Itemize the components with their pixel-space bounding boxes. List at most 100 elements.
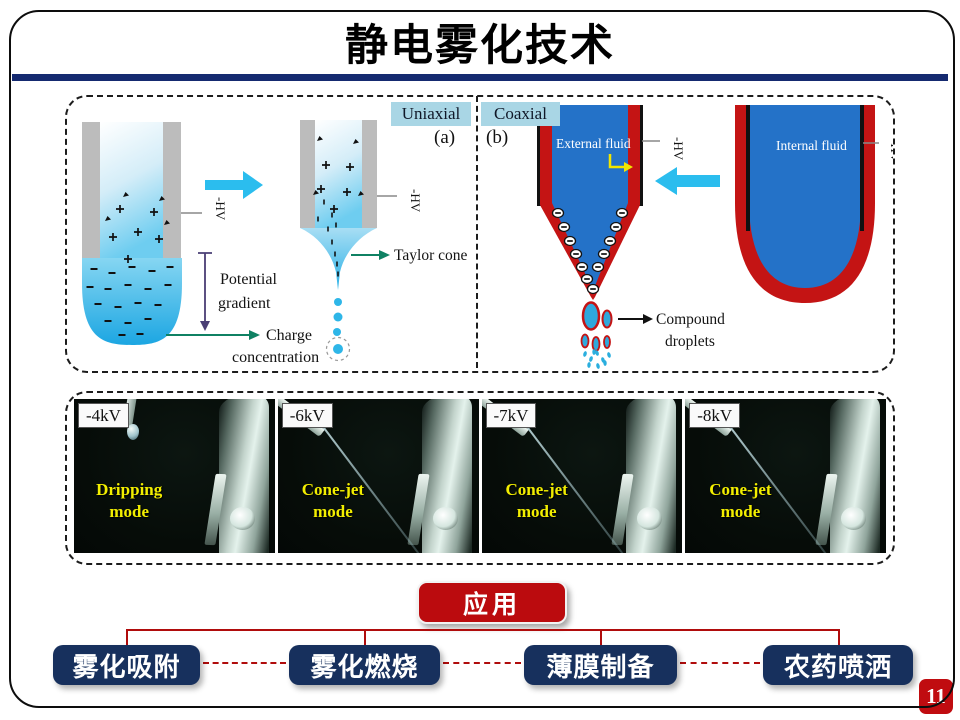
connector-stub (838, 629, 840, 646)
potential-gradient-arrowhead (200, 321, 210, 331)
transition-arrow (205, 171, 263, 199)
droplet-highlight-ring (325, 336, 351, 362)
voltage-badge: -8kV (689, 403, 741, 428)
charge-concentration-arrowhead (249, 330, 260, 340)
charge-triangle (123, 192, 129, 197)
plus-charge (155, 235, 163, 243)
external-fluid-arrowhead (624, 162, 633, 172)
spray-speck (595, 350, 599, 356)
charge-triangle (105, 216, 111, 221)
hv-label: -HV (213, 197, 228, 221)
panel-divider (476, 96, 478, 368)
capillary-fluid (100, 122, 163, 258)
external-fluid-label: External fluid (556, 136, 631, 151)
hanging-droplet (127, 423, 140, 440)
potential-gradient-label-2: gradient (218, 295, 271, 312)
connector-dashed (680, 662, 760, 664)
compound-droplet-small (580, 333, 590, 349)
capillary2-wall-right (362, 120, 377, 228)
charge-triangle (313, 190, 319, 195)
feed-arrow (655, 167, 720, 195)
title-underline (12, 74, 948, 81)
charge-triangle (358, 191, 364, 196)
page-number: 11 (919, 679, 953, 714)
application-node-2[interactable]: 雾化燃烧 (289, 645, 440, 685)
capillary-wall-left (82, 122, 100, 258)
droplet (333, 312, 343, 322)
connector-stub (600, 629, 602, 646)
capillary-wall-right (163, 122, 181, 258)
droplet (333, 328, 341, 336)
cone-electrode-right (639, 105, 643, 206)
compound-droplet-small (591, 336, 601, 352)
application-node-3[interactable]: 薄膜制备 (524, 645, 677, 685)
uniaxial-diagram: -HV -HV Potential gradient Charge concen… (82, 120, 467, 366)
bolt-highlight (229, 506, 255, 530)
capillary2-fluid (315, 120, 362, 228)
compound-droplets-label-1: Compound (656, 311, 725, 328)
pendant-drop (82, 258, 182, 345)
spray-photo: -4kV Dripping mode (74, 399, 275, 553)
coaxial-tag: Coaxial (481, 102, 560, 126)
mode-label: Dripping mode (96, 480, 163, 522)
schematic-panel (65, 95, 895, 373)
plus-charge (150, 208, 158, 216)
spray-speck (592, 349, 596, 355)
application-button[interactable]: 应用 (417, 581, 567, 624)
capillary2-wall-left (300, 120, 315, 228)
spray-speck (607, 352, 611, 358)
uniaxial-tag: Uniaxial (391, 102, 471, 126)
taylor-cone-arrowhead (379, 250, 390, 260)
charge-concentration-label-1: Charge (266, 327, 312, 344)
bolt-highlight (637, 506, 663, 530)
compound-droplet-small (603, 335, 611, 349)
compound-droplets-arrowhead (643, 314, 653, 324)
hv-label-tube: -HV (888, 139, 893, 163)
plus-charge (124, 255, 132, 263)
application-node-4[interactable]: 农药喷洒 (763, 645, 913, 685)
collector-cylinder (422, 399, 473, 553)
spray-speck (583, 351, 587, 357)
cone-inner-fluid (552, 105, 628, 290)
connector-dashed (203, 662, 286, 664)
plus-charge (317, 185, 325, 193)
tube-electrode-right (860, 105, 864, 231)
panel-a-index: (a) (434, 127, 456, 148)
charge-triangle (353, 139, 359, 144)
tube-inner-fluid (749, 105, 861, 288)
spray-speck (587, 362, 591, 368)
application-node-1[interactable]: 雾化吸附 (53, 645, 200, 685)
potential-gradient-arrow (198, 252, 212, 321)
charge-triangle (317, 136, 323, 141)
taylor-cone-label: Taylor cone (394, 247, 467, 264)
voltage-badge: -6kV (281, 403, 333, 428)
mode-label: Cone-jet mode (301, 480, 365, 522)
taylor-cone-shape (300, 228, 377, 290)
hv-label-2: -HV (408, 189, 423, 213)
compound-droplet-large (581, 301, 601, 331)
plus-charge (109, 233, 117, 241)
voltage-badge: -4kV (78, 403, 129, 428)
slide-title: 静电雾化技术 (345, 22, 615, 70)
plus-charge (116, 205, 124, 213)
bolt-highlight (840, 506, 866, 530)
photo-panel (65, 391, 895, 565)
plus-charge (134, 228, 142, 236)
plus-charge (322, 161, 330, 169)
compound-droplet-medium (601, 309, 613, 329)
connector-horizontal (126, 629, 839, 631)
bolt-highlight (433, 506, 459, 530)
droplet (333, 344, 343, 354)
charge-concentration-label-2: concentration (232, 349, 319, 366)
mode-label: Cone-jet mode (505, 480, 568, 522)
plus-charge (346, 163, 354, 171)
plus-charge (330, 205, 338, 213)
spray-speck (596, 363, 600, 369)
spray-speck (589, 356, 593, 362)
potential-gradient-label-1: Potential (220, 271, 277, 288)
spray-photo: -6kV Cone-jet mode (277, 399, 479, 553)
hv-label-cone: -HV (671, 137, 686, 161)
droplet (334, 298, 342, 306)
